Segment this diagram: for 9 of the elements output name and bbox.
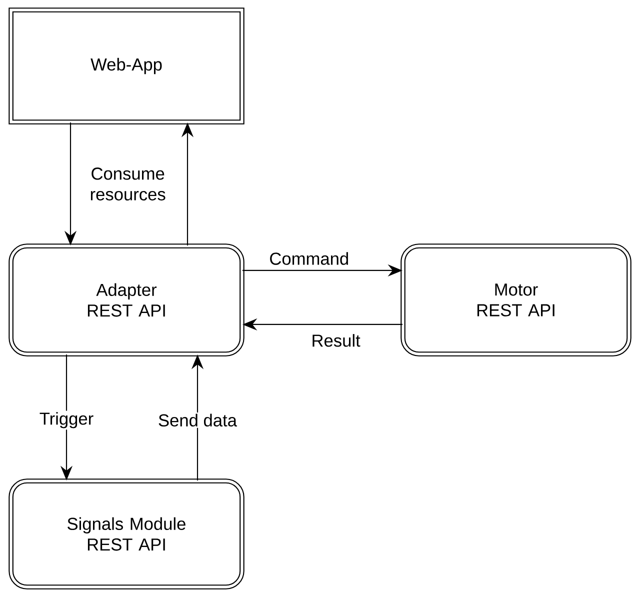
edge-label: Command: [270, 252, 348, 265]
edge-label: Result: [312, 334, 360, 347]
app-box: Web-App: [8, 8, 244, 124]
edge-label: Send data: [156, 412, 238, 428]
api-box: Motor REST API: [400, 244, 632, 356]
api-box: Signals Module REST API: [8, 478, 244, 590]
api-box: Adapter REST API: [8, 244, 244, 356]
edge-label: Consume resources: [90, 168, 166, 200]
edge-label: Trigger: [38, 410, 95, 430]
